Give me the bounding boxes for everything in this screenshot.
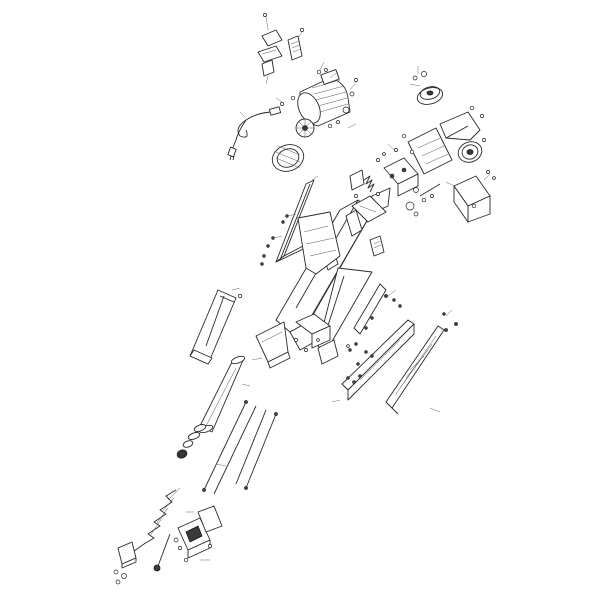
seal-rings-part [176,424,207,459]
power-cord-part [227,106,282,161]
spring-part [363,175,375,193]
auger-screw-part [129,487,181,555]
outer-cover-plate-part [385,325,445,415]
cover-plate-part [261,13,283,47]
right-side-hardware [346,289,458,380]
motor-hardware [275,61,358,129]
base-block-part [177,505,223,559]
callout-leaders [186,71,455,561]
belt-cover-part [439,105,484,141]
beam-bracket-part [369,235,385,257]
electric-motor-part [297,69,351,127]
guard-panel-part [297,211,341,275]
motor-mount-box-part [453,170,496,223]
spacer-block-part [295,313,331,349]
gearbox-housing-part [376,148,419,197]
guide-block-part [316,338,350,365]
shield-screws [260,213,297,266]
drive-pulley-part [412,66,444,105]
auger-mount-part [113,541,137,585]
wedge-part [255,321,308,369]
switch-box-part [287,28,304,61]
guard-plate-part [401,127,453,175]
control-lever-part [153,533,189,572]
side-rail-part [317,267,387,353]
tie-rods-part [202,400,278,495]
motor-fan-part [295,118,315,138]
fan-cover-part [271,144,305,172]
terminal-cover-part [257,45,283,63]
top-mount-plate-part [351,192,387,223]
long-side-plate-part [341,319,415,401]
hydraulic-cylinder-part [198,355,246,434]
drive-shaft-part [405,183,441,217]
driven-pulley-part [457,138,486,163]
small-bracket-part [261,59,275,85]
tray-part [189,289,242,365]
